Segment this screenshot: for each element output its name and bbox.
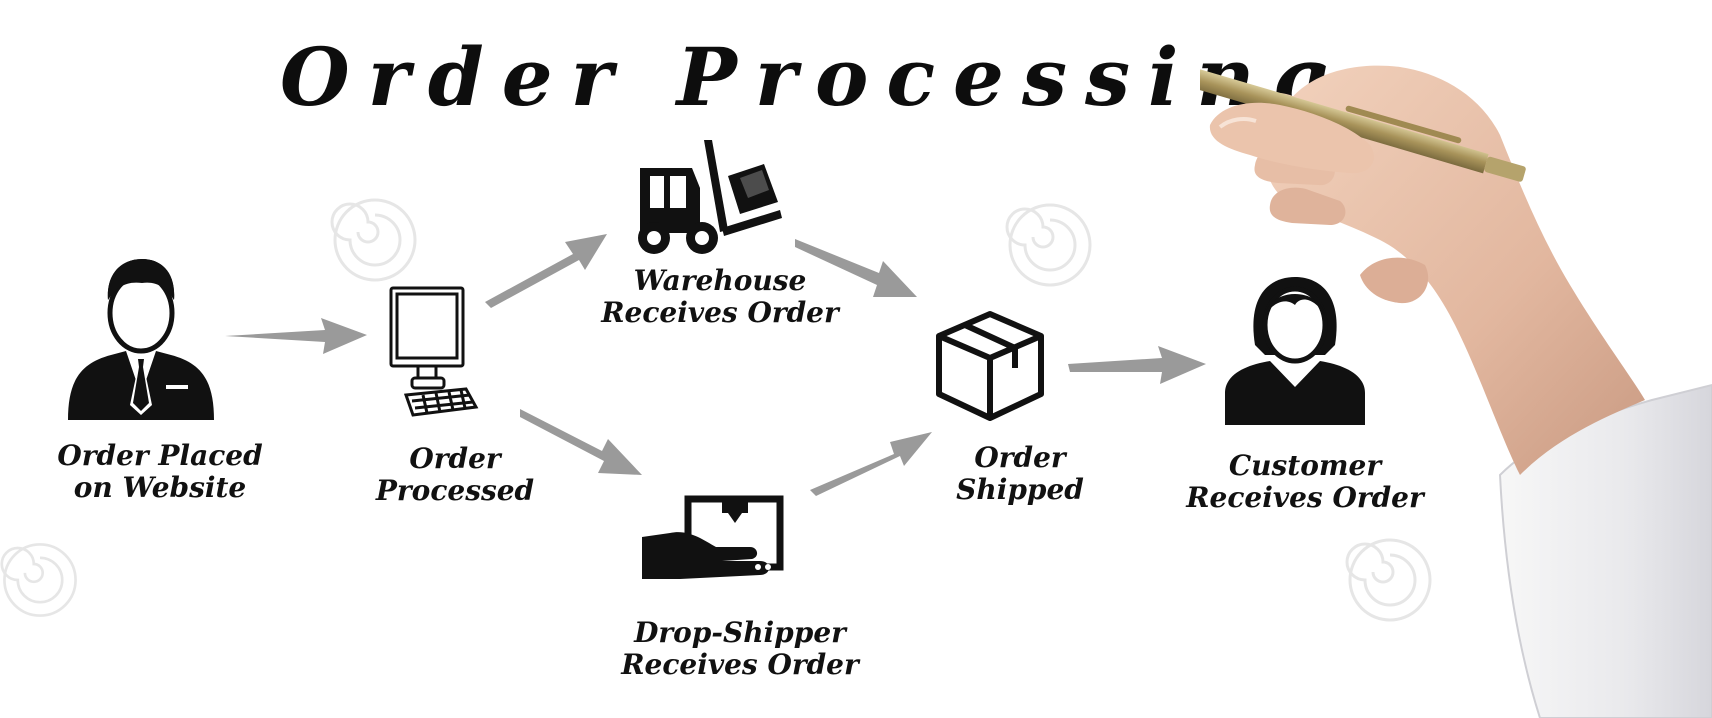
- box-icon: [936, 311, 1044, 421]
- step-label-customer: Customer Receives Order: [1160, 450, 1450, 514]
- step-label-line: Shipped: [956, 473, 1084, 506]
- step-label-line: Order Placed: [57, 439, 263, 472]
- step-label-drop-shipper: Drop-Shipper Receives Order: [600, 617, 880, 681]
- watermark-swirl-icon: [330, 198, 417, 282]
- step-label-line: Receives Order: [1186, 481, 1424, 514]
- diagram-title: Order Processing: [280, 30, 1347, 124]
- watermark-swirl-icon: [1005, 203, 1092, 287]
- step-label-line: Customer: [1228, 449, 1382, 482]
- step-label-line: Order: [409, 442, 501, 475]
- step-label-line: Receives Order: [601, 296, 839, 329]
- watermark-swirl-icon: [1345, 538, 1432, 622]
- step-label-line: on Website: [73, 471, 247, 504]
- step-label-line: Drop-Shipper: [634, 616, 846, 649]
- arrow-warehouse-to-shipped: [795, 239, 917, 297]
- step-label-warehouse: Warehouse Receives Order: [580, 265, 860, 329]
- businessman-icon: [68, 259, 214, 420]
- step-label-line: Processed: [375, 474, 535, 507]
- arrow-dropshipper-to-shipped: [810, 432, 932, 496]
- arrow-processed-to-warehouse: [485, 234, 607, 308]
- step-label-line: Receives Order: [621, 648, 859, 681]
- watermark-swirl-icon: [0, 543, 77, 617]
- woman-icon: [1225, 277, 1365, 425]
- hand-with-pen-icon: [1200, 65, 1712, 718]
- step-label-order-shipped: Order Shipped: [900, 442, 1140, 506]
- step-label-line: Order: [974, 441, 1066, 474]
- step-label-order-placed: Order Placed on Website: [40, 440, 280, 504]
- computer-icon: [389, 286, 479, 417]
- forklift-icon: [638, 140, 782, 254]
- arrow-shipped-to-customer: [1068, 346, 1206, 384]
- arrow-processed-to-dropshipper: [520, 409, 642, 475]
- step-label-line: Warehouse: [633, 264, 807, 297]
- step-label-order-processed: Order Processed: [335, 443, 575, 507]
- arrow-placed-to-processed: [225, 318, 367, 354]
- hand-package-icon: [642, 495, 784, 579]
